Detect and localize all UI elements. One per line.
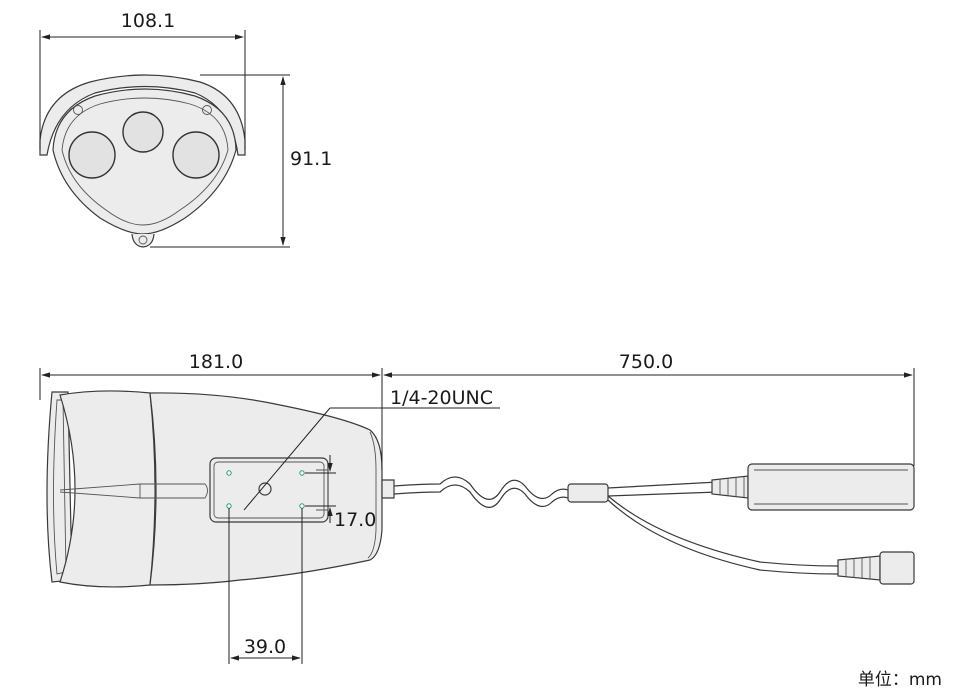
front-height-label: 91.1 bbox=[290, 148, 332, 170]
thread-hole bbox=[258, 482, 272, 496]
length-dimension: 181.0 bbox=[39, 351, 383, 470]
thread-label: 1/4-20UNC bbox=[390, 387, 493, 409]
cable-label: 750.0 bbox=[619, 351, 673, 373]
ferrite-bead bbox=[567, 483, 609, 503]
hole-horizontal-label: 39.0 bbox=[244, 636, 286, 658]
front-width-label: 108.1 bbox=[121, 10, 175, 32]
left-lens bbox=[68, 131, 116, 179]
side-view: 1/4-20UNC 17.0 39.0 bbox=[39, 351, 915, 664]
front-sunshield bbox=[39, 74, 246, 156]
front-width-dimension: 108.1 bbox=[39, 10, 246, 150]
front-view: 108.1 91.1 bbox=[39, 10, 332, 248]
mount-hole bbox=[226, 503, 232, 509]
cable-dimension: 750.0 bbox=[383, 351, 915, 466]
mount-hole bbox=[299, 503, 305, 509]
front-height-dimension: 91.1 bbox=[150, 74, 332, 248]
mount-plate bbox=[209, 457, 329, 523]
mount-hole bbox=[226, 470, 232, 476]
mount-hole bbox=[299, 470, 305, 476]
unit-label: 单位：mm bbox=[858, 670, 942, 690]
hole-vertical-label: 17.0 bbox=[334, 509, 376, 531]
hole-vertical-dimension: 17.0 bbox=[305, 455, 376, 531]
front-housing bbox=[52, 88, 237, 235]
main-cable bbox=[393, 476, 569, 500]
network-connector bbox=[747, 463, 915, 511]
right-lens bbox=[172, 131, 220, 179]
power-connector bbox=[879, 551, 915, 585]
center-lens bbox=[122, 111, 164, 153]
hole-horizontal-dimension: 39.0 bbox=[228, 508, 303, 664]
length-label: 181.0 bbox=[189, 351, 243, 373]
